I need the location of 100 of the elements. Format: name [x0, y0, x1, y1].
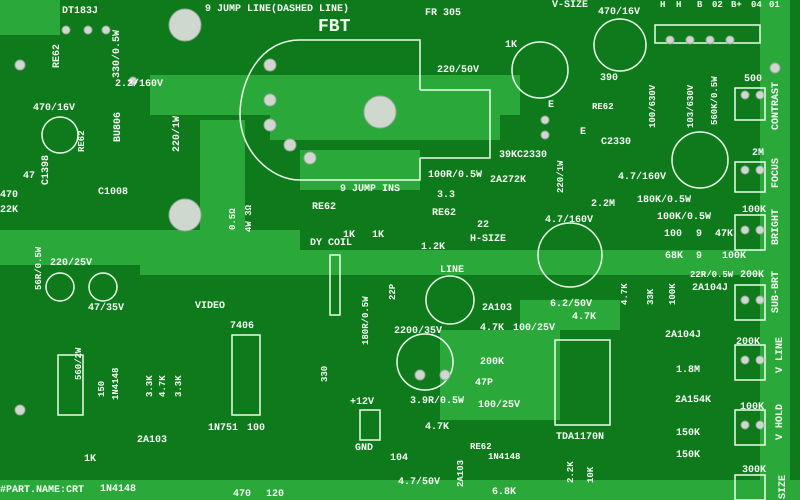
- silkscreen-label: FR 305: [425, 8, 462, 19]
- silkscreen-label: 22: [477, 220, 490, 231]
- silkscreen-label: 100/25V: [478, 400, 520, 411]
- silkscreen-label: 01: [769, 0, 780, 10]
- silkscreen-label: 47P: [475, 378, 494, 389]
- silkscreen-label: 200K: [736, 337, 760, 348]
- silkscreen-label: V-SIZE: [552, 0, 588, 11]
- silkscreen-label: 150K: [676, 450, 700, 461]
- silkscreen-label: +12V: [350, 397, 374, 408]
- silkscreen-label: 6.8K: [492, 487, 516, 498]
- silkscreen-label: 47/35V: [88, 303, 124, 314]
- silkscreen-label: B+: [731, 0, 742, 10]
- silkscreen-label: 2.2K: [566, 461, 576, 483]
- silkscreen-label: 470: [233, 489, 252, 500]
- silkscreen-label: 220/1W: [556, 160, 566, 193]
- silkscreen-label: 200K: [740, 270, 764, 281]
- silkscreen-label: 47K: [715, 229, 734, 240]
- silkscreen-label: DT183J: [62, 6, 98, 17]
- silkscreen-label: 1N4148: [100, 484, 136, 495]
- silkscreen-label: 100K: [742, 205, 766, 216]
- silkscreen-label: H-SIZE: [470, 234, 506, 245]
- silkscreen-label: 56R/0.5W: [34, 246, 44, 290]
- silkscreen-label: RE62: [470, 442, 492, 452]
- silkscreen-label: BRIGHT: [771, 208, 782, 245]
- silkscreen-label: RE62: [312, 202, 336, 213]
- silkscreen-label: 68K: [665, 251, 684, 262]
- silkscreen-label: 330: [320, 366, 330, 382]
- silkscreen-label: 3.3K: [145, 375, 155, 397]
- silkscreen-label: RE62: [432, 208, 456, 219]
- silkscreen-label: 02: [712, 0, 723, 10]
- silkscreen-label: 3.3K: [174, 375, 184, 397]
- silkscreen-label: H: [676, 0, 682, 10]
- silkscreen-label: 150: [97, 380, 107, 397]
- silkscreen-label: 47: [23, 171, 36, 182]
- silkscreen-label: 100/25V: [513, 323, 556, 334]
- silkscreen-label: V LINE: [775, 336, 786, 373]
- silkscreen-label: VIDEO: [195, 301, 226, 312]
- silkscreen-label: 150K: [676, 428, 700, 439]
- silkscreen-label: 2.2M: [591, 199, 616, 210]
- silkscreen-label: 2200/35V: [394, 326, 442, 337]
- silkscreen-label: C1008: [98, 187, 128, 198]
- silkscreen-label: GND: [355, 443, 374, 454]
- silkscreen-label: 22R/0.5W: [690, 270, 734, 280]
- silkscreen-label: 104: [390, 453, 408, 464]
- silkscreen-label: 470/16V: [33, 103, 76, 114]
- silkscreen-label: C2330: [601, 137, 632, 148]
- silkscreen-label: 4.7/160V: [618, 172, 666, 183]
- silkscreen-label: 1N4148: [488, 452, 520, 462]
- silkscreen-label: 100K: [722, 251, 746, 262]
- silkscreen-label: 200K: [480, 357, 504, 368]
- silkscreen-label: 220/50V: [437, 65, 480, 76]
- silkscreen-label: 2A103: [137, 435, 168, 446]
- silkscreen-label: 180K/0.5W: [637, 195, 692, 206]
- silkscreen-label: BU806: [113, 112, 124, 142]
- silkscreen-label: 120: [266, 489, 284, 500]
- silkscreen-label: 6.2/50V: [550, 299, 592, 310]
- silkscreen-label: B: [697, 0, 702, 10]
- silkscreen-label: FBT: [318, 18, 350, 37]
- silkscreen-label: 100: [664, 229, 682, 240]
- silkscreen-label: 100: [247, 423, 266, 434]
- silkscreen-label: E: [580, 127, 586, 138]
- silkscreen-label: 330/0.5W: [112, 30, 123, 78]
- silkscreen-label: 33K: [646, 288, 656, 305]
- silkscreen-label: 500: [744, 74, 762, 85]
- silkscreen-label: 1N751: [208, 423, 238, 434]
- silkscreen-label: 390: [600, 73, 618, 84]
- silkscreen-label: 1N4148: [111, 368, 121, 400]
- silkscreen-label: 10K: [586, 466, 596, 483]
- silkscreen-label: H: [660, 0, 666, 10]
- silkscreen-label: FOCUS: [771, 158, 782, 188]
- silkscreen-label: 300K: [742, 465, 766, 476]
- silkscreen-label: SIZE: [778, 474, 789, 499]
- silkscreen-label: 04: [751, 0, 762, 10]
- silkscreen-label: 2A104J: [665, 330, 702, 341]
- silkscreen-label: 2M: [752, 148, 764, 159]
- silkscreen-label: 4.7K: [425, 422, 450, 433]
- silkscreen-label: 4.7K: [572, 312, 596, 323]
- silkscreen-label: 100/630V: [648, 84, 658, 128]
- silkscreen-label: 2A154K: [675, 395, 712, 406]
- silkscreen-label: 1K: [505, 40, 518, 51]
- silkscreen-label: 1K: [84, 454, 96, 465]
- silkscreen-label: 2A272K: [490, 175, 526, 186]
- silkscreen-label: 9: [696, 229, 702, 240]
- silkscreen-label: #PART.NAME:CRT: [0, 485, 84, 496]
- silkscreen-label: E: [548, 100, 554, 111]
- silkscreen-label: 0.5Ω: [228, 208, 238, 230]
- silkscreen-label: 4.7K: [480, 323, 504, 334]
- silkscreen-label: 9 JUMP INS: [340, 184, 400, 195]
- silkscreen-label: SUB-BRT: [771, 270, 782, 313]
- silkscreen-label: RE62: [592, 102, 614, 112]
- silkscreen-label: 100R/0.5W: [428, 170, 482, 181]
- silkscreen-label: 1K: [372, 230, 384, 241]
- silkscreen-label: C1398: [41, 154, 52, 185]
- silkscreen-label: 9 JUMP LINE(DASHED LINE): [205, 4, 350, 15]
- silkscreen-label: 4W 3Ω: [244, 204, 254, 232]
- silkscreen-label: 560K/0.5W: [710, 76, 720, 125]
- silkscreen-label: 9: [696, 251, 702, 262]
- silkscreen-label: 22P: [388, 284, 398, 300]
- silkscreen-label: 1.8M: [676, 365, 700, 376]
- silkscreen-label: 2A103: [456, 460, 466, 487]
